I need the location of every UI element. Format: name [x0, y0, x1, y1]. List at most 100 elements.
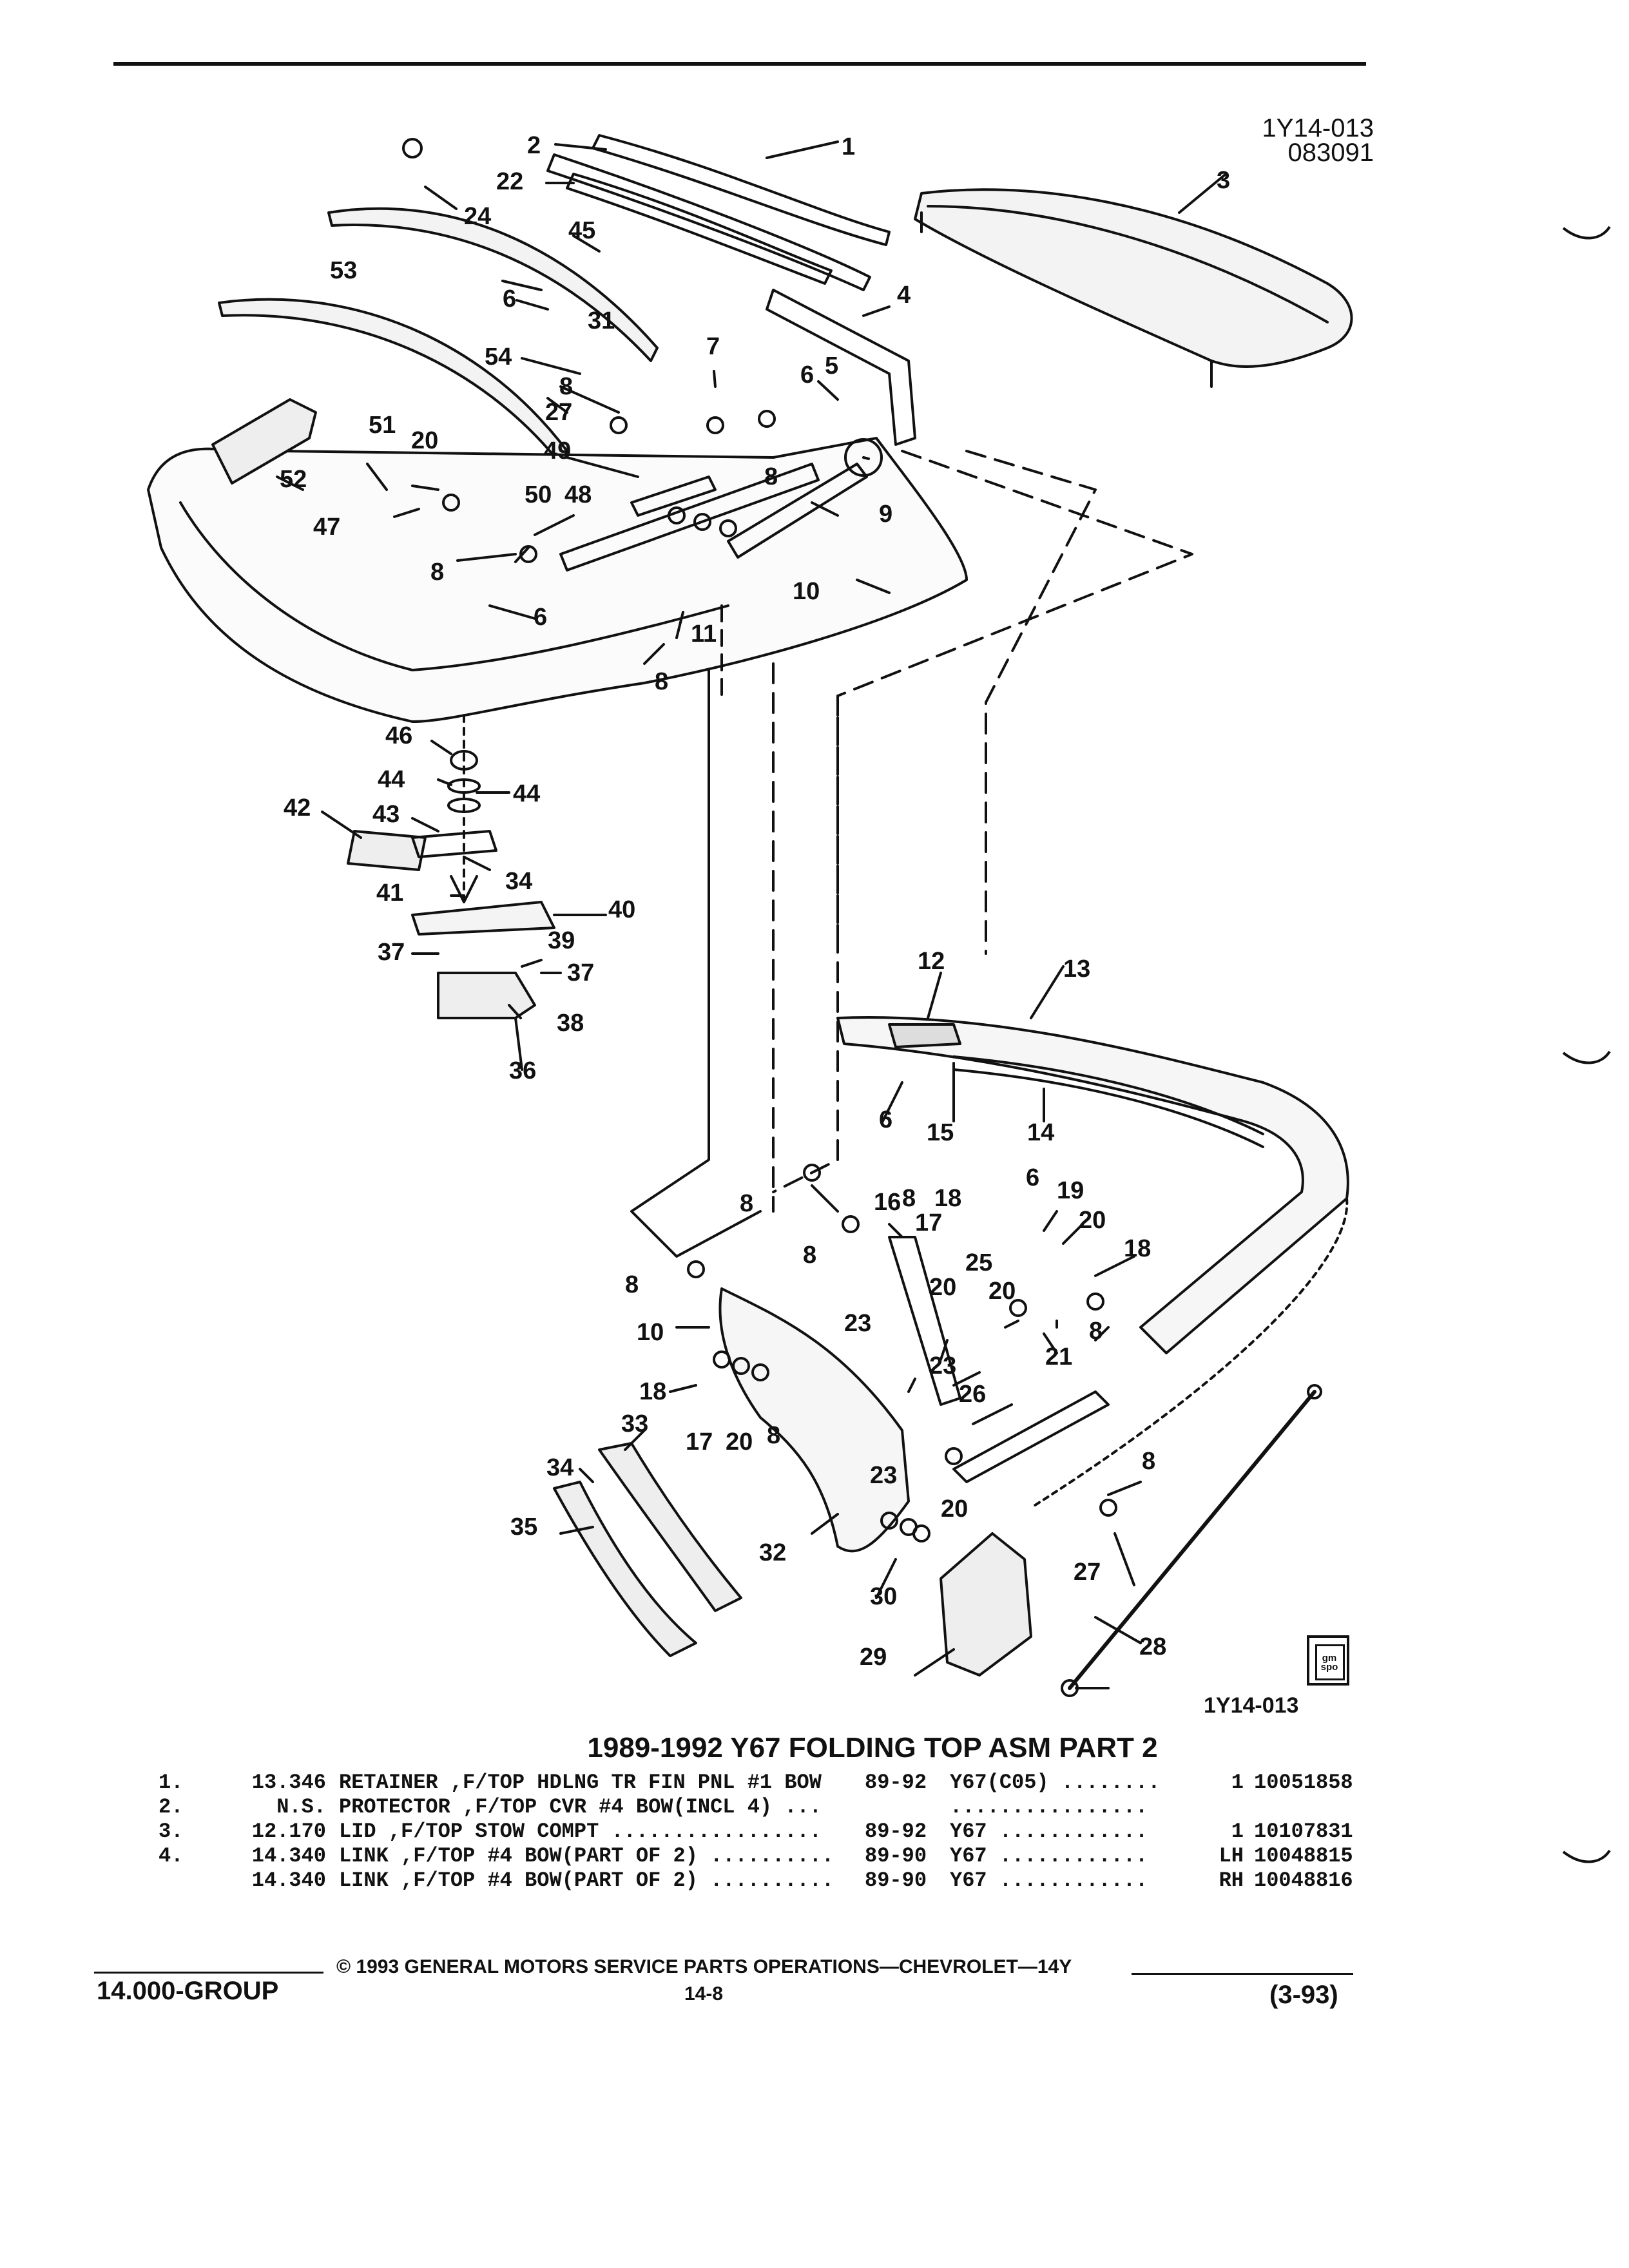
gm-spo-logo-text: gm spo: [1320, 1653, 1338, 1673]
part-26-link: [952, 1390, 1110, 1483]
callout-13: 13: [1063, 956, 1090, 983]
callout-20f: 20: [941, 1495, 968, 1523]
callout-40: 40: [608, 896, 635, 923]
illustration-date: 083091: [1287, 139, 1374, 167]
callout-17b: 17: [686, 1428, 713, 1456]
callout-23c: 23: [870, 1462, 897, 1489]
part-48-link: [559, 463, 820, 572]
part-42-bracket: [347, 830, 427, 871]
callout-7: 7: [706, 333, 720, 360]
parts-exploded-diagram: 1 2 3 4 5 6 6 6 6 6 7 8 8 8 8 8 8 8 8 8 …: [147, 132, 1353, 1697]
callout-44: 44: [378, 766, 405, 793]
table-row: 4. 14.340 LINK ,F/TOP #4 BOW(PART OF 2) …: [159, 1844, 1353, 1869]
callout-42: 42: [284, 794, 311, 822]
callout-36: 36: [509, 1057, 536, 1084]
part-41-stud: [450, 875, 478, 903]
part-47-panel: [147, 437, 968, 723]
group-code: 14.340: [251, 1869, 326, 1892]
row-number: 4.: [159, 1844, 184, 1868]
binding-mark: [1562, 1050, 1611, 1068]
part-52-bracket: [211, 398, 317, 485]
callout-14: 14: [1027, 1119, 1054, 1146]
row-number: 2.: [159, 1795, 184, 1819]
footer-rule-left: [94, 1972, 323, 1974]
callout-23b: 23: [929, 1352, 956, 1379]
part-22-strip: [566, 173, 833, 285]
part-description: LINK ,F/TOP #4 BOW(PART OF 2) ..........: [339, 1869, 834, 1892]
table-row: 3. 12.170 LID ,F/TOP STOW COMPT ........…: [159, 1820, 1353, 1844]
model-code: Y67 ............: [950, 1844, 1148, 1868]
gm-spo-logo: gm spo: [1307, 1635, 1349, 1686]
callout-8k: 8: [1142, 1448, 1155, 1475]
part-21-link: [888, 1236, 961, 1406]
part-12-latch: [888, 1023, 961, 1048]
part-45-bow: [327, 207, 659, 362]
callout-12: 12: [918, 948, 945, 975]
part-number: 10048815: [1254, 1844, 1353, 1868]
callout-41: 41: [376, 879, 403, 907]
callout-23: 23: [844, 1310, 871, 1337]
group-code: 13.346: [251, 1771, 326, 1794]
part-3-lid: [914, 188, 1353, 368]
callout-6d: 6: [879, 1106, 892, 1133]
part-49-hinge: [630, 476, 717, 517]
table-row: 1. 13.346 RETAINER ,F/TOP HDLNG TR FIN P…: [159, 1771, 1353, 1795]
callout-38: 38: [557, 1010, 584, 1037]
callout-37b: 37: [567, 959, 594, 986]
callout-20d: 20: [988, 1278, 1016, 1305]
callout-34b: 34: [505, 868, 532, 895]
callout-19: 19: [1057, 1177, 1084, 1204]
part-description: LID ,F/TOP STOW COMPT .................: [339, 1820, 822, 1843]
part-number: 10107831: [1254, 1820, 1353, 1843]
callout-4: 4: [897, 282, 911, 309]
callout-54: 54: [485, 343, 512, 370]
callout-48: 48: [564, 481, 592, 508]
callout-8h: 8: [625, 1271, 639, 1298]
part-1-retainer: [592, 134, 891, 246]
callout-46: 46: [385, 722, 412, 749]
callout-20c: 20: [929, 1274, 956, 1301]
parts-table: 1. 13.346 RETAINER ,F/TOP HDLNG TR FIN P…: [159, 1771, 1353, 1893]
figure-code: 1Y14-013: [1204, 1693, 1299, 1718]
group-code: 14.340: [251, 1844, 326, 1868]
callout-28: 28: [1139, 1633, 1166, 1660]
callout-10: 10: [793, 578, 820, 605]
callout-3: 3: [1217, 167, 1230, 194]
row-number: 1.: [159, 1771, 184, 1794]
quantity: LH: [1219, 1844, 1244, 1868]
callout-6c: 6: [534, 604, 547, 631]
callout-26: 26: [959, 1381, 986, 1408]
callout-20e: 20: [726, 1428, 753, 1456]
callout-10b: 10: [637, 1319, 664, 1346]
illustration-code: 1Y14-013: [1262, 114, 1374, 142]
part-9-link: [727, 463, 868, 559]
quantity: 1: [1231, 1820, 1244, 1843]
callout-8e: 8: [740, 1190, 753, 1217]
callout-20: 20: [411, 427, 438, 454]
footer-rule-right: [1132, 1973, 1353, 1975]
callout-18: 18: [934, 1185, 961, 1212]
model-code: ................: [950, 1795, 1148, 1819]
callout-32: 32: [759, 1539, 786, 1566]
part-28-rod: [1068, 1390, 1316, 1690]
callout-52: 52: [280, 466, 307, 493]
model-years: 89-92: [865, 1820, 927, 1843]
callout-47: 47: [313, 514, 340, 541]
callout-2: 2: [527, 132, 541, 159]
group-code: N.S.: [276, 1795, 326, 1819]
footer-date: (3-93): [1269, 1981, 1338, 2009]
quantity: 1: [1231, 1771, 1244, 1794]
part-2-protector: [546, 153, 871, 291]
callout-31: 31: [588, 307, 615, 334]
callout-30: 30: [870, 1583, 897, 1610]
callout-21: 21: [1045, 1343, 1072, 1370]
part-33-strip: [598, 1442, 742, 1612]
callout-43: 43: [372, 801, 400, 828]
callout-53: 53: [330, 257, 357, 284]
footer-copyright: © 1993 GENERAL MOTORS SERVICE PARTS OPER…: [336, 1956, 1072, 1977]
callout-11: 11: [691, 620, 717, 648]
callout-1: 1: [842, 133, 855, 160]
part-4-link: [766, 289, 916, 446]
callout-25: 25: [965, 1249, 992, 1276]
callout-8j: 8: [1089, 1318, 1103, 1345]
